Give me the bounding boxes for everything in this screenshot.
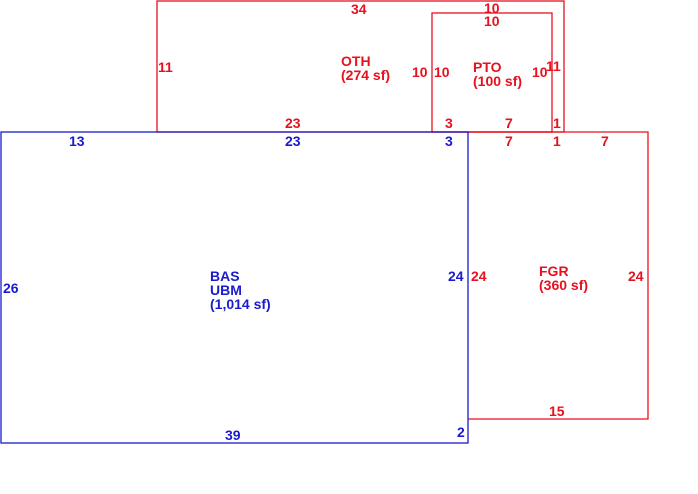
oth-area-code: OTH — [341, 53, 371, 69]
pto-area-code: PTO — [473, 59, 502, 75]
oth-area-size: (274 sf) — [341, 67, 390, 83]
dim-pto-left-outer: 10 — [412, 64, 428, 80]
bas-area-size: (1,014 sf) — [210, 296, 271, 312]
bas-area-code: BAS — [210, 268, 240, 284]
dim-oth-left: 11 — [158, 59, 173, 75]
dim-bas-top-right: 3 — [445, 133, 453, 149]
dim-pto-bottom-right: 1 — [553, 115, 561, 131]
dim-bas-top-left: 13 — [69, 133, 85, 149]
dim-oth-top: 34 — [351, 1, 367, 17]
fgr-area-code: FGR — [539, 263, 569, 279]
dim-pto-top-inner: 10 — [484, 13, 500, 29]
dim-fgr-bottom: 15 — [549, 403, 565, 419]
fgr-area-size: (360 sf) — [539, 277, 588, 293]
dim-pto-bottom-mid: 7 — [505, 115, 513, 131]
dim-pto-right: 10 — [532, 64, 548, 80]
dim-bas-right: 24 — [448, 268, 464, 284]
bas-outline — [0, 131, 469, 444]
dim-bas-bottom: 39 — [225, 427, 241, 443]
dim-pto-bottom-left: 3 — [445, 115, 453, 131]
bas-area-subcode: UBM — [210, 282, 242, 298]
pto-area-size: (100 sf) — [473, 73, 522, 89]
fgr-outline — [468, 131, 649, 420]
dim-fgr-top-b: 1 — [553, 133, 561, 149]
dim-pto-top-outer: 10 — [484, 0, 500, 16]
dim-oth-bottom: 23 — [285, 115, 301, 131]
dim-fgr-right: 24 — [628, 268, 644, 284]
dim-fgr-left: 24 — [471, 268, 487, 284]
dim-bas-bottom-right: 2 — [457, 424, 465, 440]
dim-fgr-top-a: 7 — [505, 133, 513, 149]
dim-bas-left: 26 — [3, 280, 19, 296]
dim-bas-top-mid: 23 — [285, 133, 301, 149]
dim-oth-right: 11 — [546, 58, 561, 74]
dim-pto-left-inner: 10 — [434, 64, 450, 80]
dim-fgr-top-c: 7 — [601, 133, 609, 149]
